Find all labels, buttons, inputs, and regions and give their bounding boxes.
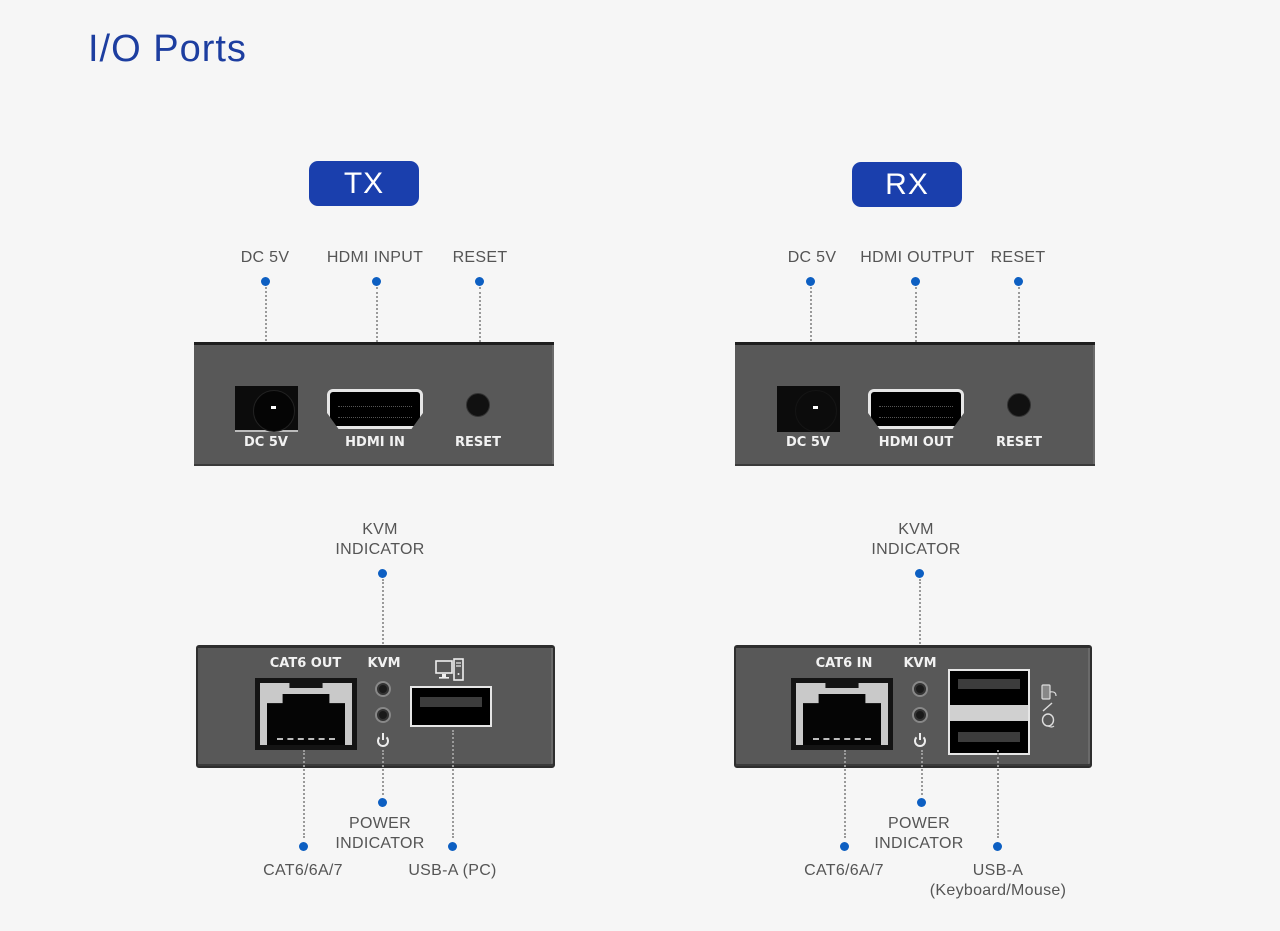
callout-dot	[917, 798, 926, 807]
callout-dot	[915, 569, 924, 578]
tx-front-panel: DC 5V HDMI IN RESET	[194, 342, 554, 466]
power-symbol-icon	[914, 733, 926, 747]
leader-line	[1018, 287, 1020, 390]
leader-line	[382, 579, 384, 679]
callout-dot	[378, 569, 387, 578]
rx-port-label-hdmi: HDMI OUT	[878, 435, 954, 450]
rx-port-label-kvm: KVM	[903, 656, 937, 671]
callout-dot	[993, 842, 1002, 851]
leader-line	[915, 287, 917, 390]
keyboard-mouse-icon	[1040, 684, 1060, 732]
rx-callout-kvm-indicator: KVM INDICATOR	[856, 520, 976, 560]
tx-callout-usb: USB-A (PC)	[408, 862, 497, 879]
tx-port-label-hdmi: HDMI IN	[345, 435, 405, 450]
power-led-icon	[912, 707, 928, 723]
rx-port-label-cat6: CAT6 IN	[815, 656, 873, 671]
callout-line-1: USB-A	[972, 862, 1024, 879]
rx-callout-dc: DC 5V	[787, 249, 837, 266]
rx-front-panel: DC 5V HDMI OUT RESET	[735, 342, 1095, 466]
tx-port-label-reset: RESET	[454, 435, 501, 450]
page-title: I/O Ports	[88, 28, 247, 70]
tx-port-label-cat6: CAT6 OUT	[269, 656, 342, 671]
usb-a-dual-port-icon[interactable]	[948, 669, 1030, 755]
tx-callout-kvm-indicator: KVM INDICATOR	[320, 520, 440, 560]
rx-callout-usb: USB-A (Keyboard/Mouse)	[918, 861, 1078, 901]
callout-dot	[806, 277, 815, 286]
leader-line	[921, 750, 923, 795]
rx-callout-power-indicator: POWER INDICATOR	[859, 814, 979, 854]
callout-line-2: INDICATOR	[871, 541, 961, 558]
leader-line	[452, 730, 454, 838]
leader-line	[376, 287, 378, 390]
tx-callout-dc: DC 5V	[240, 249, 290, 266]
reset-button-icon[interactable]	[466, 393, 490, 417]
tx-port-label-dc: DC 5V	[244, 435, 288, 450]
callout-dot	[372, 277, 381, 286]
callout-dot	[378, 798, 387, 807]
callout-line-1: POWER	[349, 815, 411, 832]
rx-port-label-reset: RESET	[995, 435, 1042, 450]
rx-back-panel: CAT6 IN KVM	[734, 645, 1092, 768]
callout-line-2: INDICATOR	[874, 835, 964, 852]
hdmi-port-icon[interactable]	[868, 389, 964, 429]
tx-badge: TX	[309, 161, 419, 206]
usb-a-port-icon[interactable]	[410, 686, 492, 727]
tx-callout-hdmi: HDMI INPUT	[326, 249, 424, 266]
leader-line	[265, 287, 267, 385]
rx-badge: RX	[852, 162, 962, 207]
callout-dot	[911, 277, 920, 286]
hdmi-port-icon[interactable]	[327, 389, 423, 429]
tx-port-label-kvm: KVM	[367, 656, 401, 671]
leader-line	[844, 750, 846, 838]
kvm-led-icon	[912, 681, 928, 697]
rj45-port-icon[interactable]	[255, 678, 357, 750]
callout-line-1: POWER	[888, 815, 950, 832]
leader-line	[382, 750, 384, 795]
callout-line-1: KVM	[362, 521, 398, 538]
rx-callout-hdmi: HDMI OUTPUT	[860, 249, 975, 266]
callout-dot	[1014, 277, 1023, 286]
tx-back-panel: CAT6 OUT KVM	[196, 645, 555, 768]
rx-callout-cat: CAT6/6A/7	[804, 862, 884, 879]
callout-dot	[475, 277, 484, 286]
rj45-port-icon[interactable]	[791, 678, 893, 750]
kvm-led-icon	[375, 681, 391, 697]
leader-line	[479, 287, 481, 390]
callout-line-2: INDICATOR	[335, 835, 425, 852]
tx-callout-reset: RESET	[452, 249, 508, 266]
power-symbol-icon	[377, 733, 389, 747]
rx-callout-reset: RESET	[990, 249, 1046, 266]
callout-dot	[840, 842, 849, 851]
dc-jack-icon[interactable]	[777, 386, 840, 432]
dc-jack-icon[interactable]	[235, 386, 298, 432]
leader-line	[919, 579, 921, 679]
power-led-icon	[375, 707, 391, 723]
callout-line-2: INDICATOR	[335, 541, 425, 558]
pc-icon	[435, 658, 465, 686]
callout-dot	[448, 842, 457, 851]
leader-line	[810, 287, 812, 385]
reset-button-icon[interactable]	[1007, 393, 1031, 417]
callout-line-1: KVM	[898, 521, 934, 538]
leader-line	[303, 750, 305, 838]
callout-dot	[299, 842, 308, 851]
leader-line	[997, 750, 999, 838]
rx-port-label-dc: DC 5V	[786, 435, 830, 450]
callout-line-2: (Keyboard/Mouse)	[929, 882, 1067, 899]
tx-callout-power-indicator: POWER INDICATOR	[320, 814, 440, 854]
tx-callout-cat: CAT6/6A/7	[263, 862, 343, 879]
callout-dot	[261, 277, 270, 286]
